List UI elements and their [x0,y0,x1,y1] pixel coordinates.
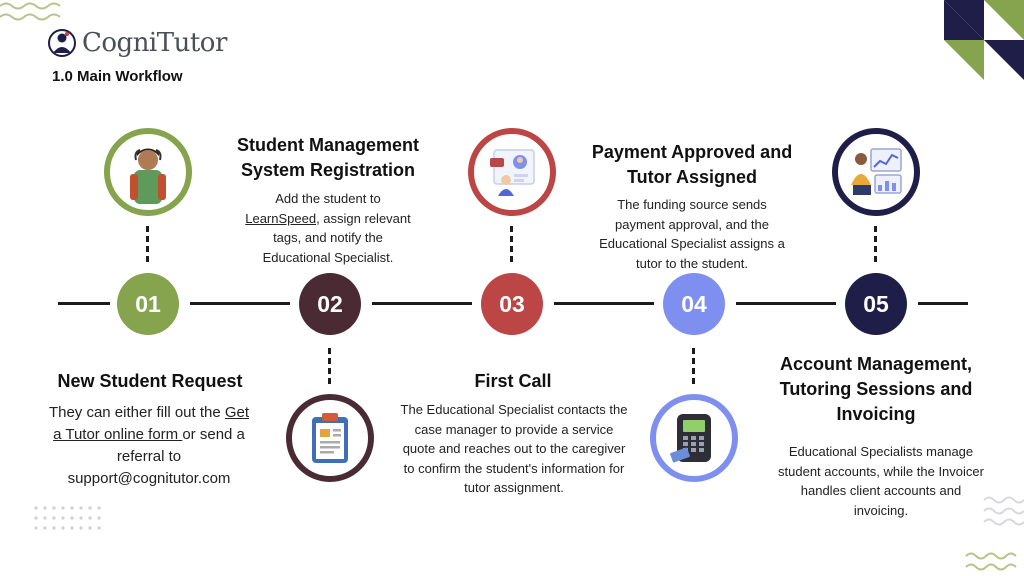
step-03-description: The Educational Specialist contacts the … [400,402,628,495]
wave-decoration-bottom [965,552,1017,571]
step-02-description: Add the student to LearnSpeed, assign re… [238,189,418,267]
wave-decoration-bottom-right [983,496,1024,526]
connector-dash [328,348,331,384]
payment-terminal-icon [670,414,711,463]
step-02-desc-after: , assign relevant tags, and notify the E… [262,210,411,265]
triangle-decoration [944,0,1024,80]
timeline-segment [554,302,654,305]
step-02-desc-before: Add the student to [275,191,381,206]
page-subtitle: 1.0 Main Workflow [52,68,183,85]
timeline-segment [190,302,290,305]
clipboard-icon [312,413,348,463]
step-number-02: 02 [299,273,361,335]
step-02-title: Student Management System Registration [236,135,419,180]
get-a-tutor-link[interactable]: Get a Tutor online form [53,404,250,443]
step-05-description: Educational Specialists manage student a… [778,444,984,518]
step-05-title: Account Management, Tutoring Sessions an… [779,354,973,424]
step-04-description: The funding source sends payment approva… [599,197,785,271]
timeline-segment [58,302,110,305]
step-number-05: 05 [845,273,907,335]
brand-name: CogniTutor [82,28,227,58]
dashboard-icon [851,148,902,195]
timeline-segment [918,302,968,305]
step-03-title: First Call [474,371,552,391]
timeline-segment [736,302,836,305]
timeline-segment [372,302,472,305]
connector-dash [146,226,149,262]
learnspeed-link[interactable]: LearnSpeed [245,210,317,226]
step-03-icon-ring [468,128,556,216]
step-number-03: 03 [481,273,543,335]
dot-grid-decoration [34,506,101,530]
step-01-icon-ring [104,128,192,216]
step-05-icon-ring [832,128,920,216]
step-01-description: They can either fill out the Get a Tutor… [48,402,250,490]
connector-dash [510,226,513,262]
step-04-icon-ring [650,394,738,482]
step-02-icon-ring [286,394,374,482]
step-number-01: 01 [117,273,179,335]
brand: CogniTutor [48,28,227,58]
connector-dash [874,226,877,262]
wave-decoration-top-left [0,2,61,21]
step-01-desc-before: They can either fill out the [48,404,225,421]
logo-icon [48,29,76,57]
step-01-desc-after: or send a referral to support@cognitutor… [67,426,245,487]
step-01-title: New Student Request [57,371,243,391]
step-number-04: 04 [663,273,725,335]
connector-dash [692,348,695,384]
video-call-icon [490,149,535,196]
student-icon [130,148,166,204]
step-04-title: Payment Approved and Tutor Assigned [591,142,793,187]
